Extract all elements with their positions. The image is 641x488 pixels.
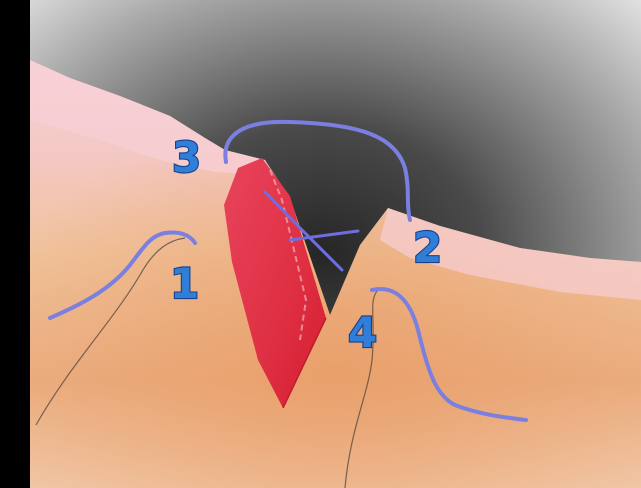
label-4: 4 (348, 308, 377, 357)
label-1: 1 (170, 259, 199, 308)
left-border (0, 0, 30, 488)
label-2: 2 (413, 223, 442, 272)
label-3: 3 (172, 133, 201, 182)
